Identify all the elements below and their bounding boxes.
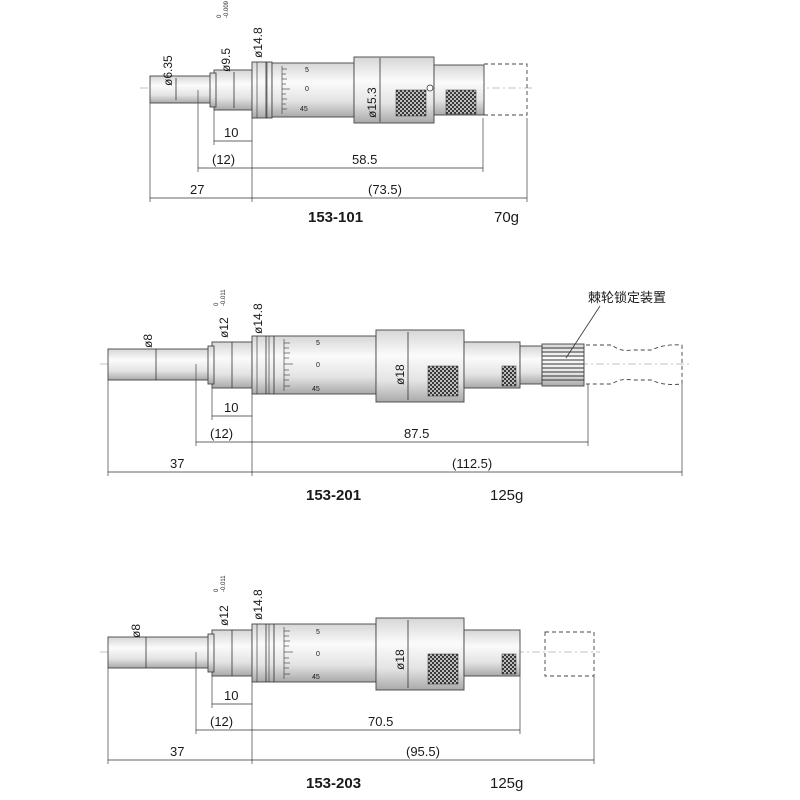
stem-dia-label: ø12 [217, 605, 231, 626]
ratchet-lock-callout: 棘轮锁定装置 [588, 290, 666, 305]
stem-tolerance-label: 0-0.011 [214, 289, 227, 306]
thimble-knurl [427, 653, 459, 685]
weight-label: 125g [490, 487, 523, 504]
stem-length-label: (12) [210, 426, 233, 441]
collar-length-label: 10 [224, 400, 238, 415]
sleeve [273, 623, 377, 683]
collar-dia-label: ø14.8 [251, 303, 265, 334]
scale-mark-5: 5 [316, 629, 320, 636]
ratchet-neck [519, 345, 543, 385]
scale-mark-0: 0 [316, 651, 320, 658]
collar [251, 335, 275, 395]
stem-length-label: (12) [210, 714, 233, 729]
collar-length-label: 10 [224, 125, 238, 140]
scale-mark-0: 0 [316, 362, 320, 369]
thimble-dia-label: ø15.3 [365, 87, 379, 118]
ratchet-cap-outline [484, 63, 528, 116]
scale-mark-45: 45 [300, 106, 308, 113]
stem-tolerance-label: 0-0.011 [214, 575, 227, 592]
ratchet-lock-knob [541, 343, 585, 387]
spindle-length-label: 37 [170, 456, 184, 471]
thimble-dia-label: ø18 [393, 364, 407, 385]
stem-length-label: (12) [212, 152, 235, 167]
body-length-label: 70.5 [368, 714, 393, 729]
drawing-153-101: 5 0 45 ø6.35 ø9.5 0-0.009 ø14.8 ø15.3 10 [140, 0, 535, 226]
total-length-label: (73.5) [368, 182, 402, 197]
spindle-length-label: 27 [190, 182, 204, 197]
ratchet-cap-outline [544, 631, 595, 677]
spindle [149, 75, 215, 104]
callout-leader [565, 305, 601, 359]
ratchet-knurl [445, 89, 477, 115]
body-length-label: 87.5 [404, 426, 429, 441]
spindle-dia-label: ø8 [141, 334, 155, 348]
total-length-label: (95.5) [406, 744, 440, 759]
drawing-153-203: 5 0 45 ø8 ø12 0-0.011 ø14.8 ø18 10 (12) … [100, 575, 600, 792]
thimble-knurl [395, 89, 427, 117]
scale-mark-0: 0 [305, 86, 309, 93]
scale-mark-45: 45 [312, 386, 320, 393]
collar [251, 623, 275, 683]
collar-dia-label: ø14.8 [251, 589, 265, 620]
model-number: 153-203 [306, 775, 361, 792]
model-number: 153-101 [308, 209, 363, 226]
sleeve [273, 335, 377, 395]
ratchet-body-knurl [501, 365, 517, 387]
weight-label: 125g [490, 775, 523, 792]
weight-label: 70g [494, 209, 519, 226]
stem-ring [209, 72, 217, 108]
spindle-dia-label: ø6.35 [161, 55, 175, 86]
thimble-dia-label: ø18 [393, 649, 407, 670]
sleeve-scale-ticks [281, 66, 290, 114]
ratchet-lock-splines [542, 347, 584, 381]
thimble-knurl [427, 365, 459, 397]
scale-mark-5: 5 [316, 340, 320, 347]
body-length-label: 58.5 [352, 152, 377, 167]
spindle-length-label: 37 [170, 744, 184, 759]
scale-mark-5: 5 [305, 67, 309, 74]
collar [251, 61, 273, 119]
stem-tolerance-label: 0-0.009 [217, 0, 230, 18]
drawing-153-201: 5 0 45 棘轮锁定装置 ø8 ø12 0-0.0 [100, 289, 690, 504]
scale-mark-45: 45 [312, 674, 320, 681]
ratchet-body-knurl [501, 653, 517, 675]
stem-dia-label: ø12 [217, 317, 231, 338]
ratchet-cap-outline [586, 344, 683, 385]
stem [213, 69, 253, 111]
collar-length-label: 10 [224, 688, 238, 703]
spindle [107, 348, 213, 381]
stem-ring [207, 345, 215, 385]
stem-ring [207, 633, 215, 673]
sleeve-scale-ticks [283, 339, 293, 391]
model-number: 153-201 [306, 487, 361, 504]
sleeve [271, 62, 355, 118]
sleeve-scale-ticks [283, 627, 293, 679]
collar-dia-label: ø14.8 [251, 27, 265, 58]
spindle-dia-label: ø8 [129, 624, 143, 638]
total-length-label: (112.5) [452, 456, 492, 471]
stem-dia-label: ø9.5 [219, 48, 233, 72]
